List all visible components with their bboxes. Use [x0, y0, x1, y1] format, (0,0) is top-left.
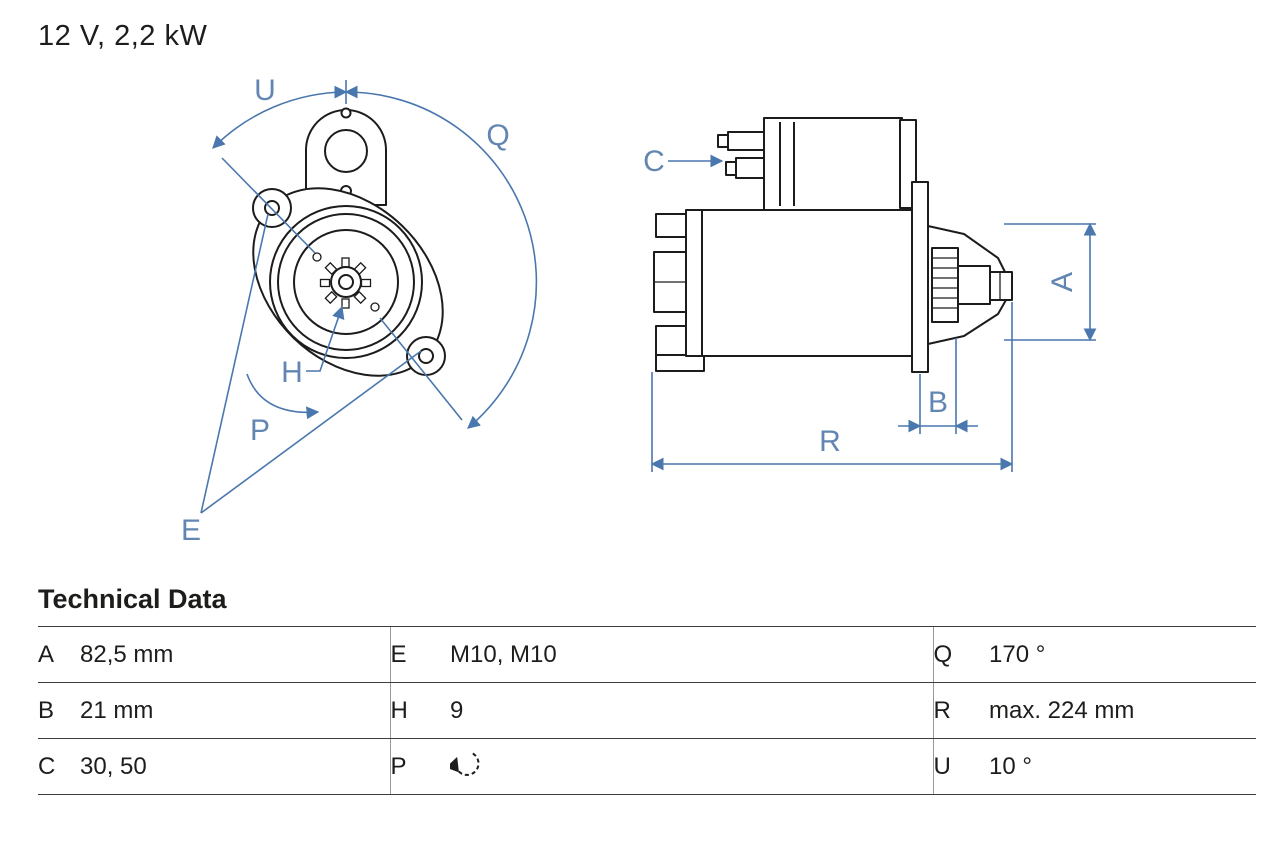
leader-E-lower: [200, 350, 422, 514]
param-key-C: C: [38, 738, 80, 795]
front-view: U Q H P E: [181, 74, 538, 547]
angle-leg-left: [221, 157, 316, 254]
technical-data-heading: Technical Data: [38, 584, 227, 614]
param-key-P: P: [389, 738, 450, 795]
param-value-B: 21 mm: [80, 682, 390, 739]
label-H: H: [281, 356, 303, 389]
param-value-A: 82,5 mm: [80, 626, 390, 683]
param-key-Q: Q: [932, 626, 989, 683]
param-key-B: B: [38, 682, 80, 739]
rotation-arc-P: [246, 373, 320, 420]
table-row: C 30, 50 P: [38, 738, 1256, 795]
param-value-Q: 170 °: [989, 626, 1256, 683]
terminal-50: [735, 157, 765, 179]
param-key-H: H: [389, 682, 450, 739]
param-value-H: 9: [450, 682, 933, 739]
angle-arc-Q: [344, 85, 538, 429]
leader-E-upper: [200, 213, 269, 514]
param-key-E: E: [389, 626, 450, 683]
starter-motor-drawing: U Q H P E: [181, 74, 1097, 547]
pinion-side: [931, 247, 959, 323]
param-value-E: M10, M10: [450, 626, 933, 683]
param-key-A: A: [38, 626, 80, 683]
label-Q: Q: [486, 119, 509, 152]
page-title: 12 V, 2,2 kW: [38, 20, 208, 52]
param-value-R: max. 224 mm: [989, 682, 1256, 739]
counterclockwise-rotation-icon: [445, 747, 484, 786]
label-C: C: [643, 145, 665, 178]
param-value-C: 30, 50: [80, 738, 390, 795]
angle-leg-right: [379, 317, 463, 421]
table-row: A 82,5 mm E M10, M10 Q 170 °: [38, 626, 1256, 683]
param-key-U: U: [932, 738, 989, 795]
terminal-30: [727, 131, 765, 151]
table-row: B 21 mm H 9 R max. 224 mm: [38, 682, 1256, 739]
angle-arc-U: [212, 85, 348, 149]
leader-H: [306, 305, 345, 372]
label-R: R: [819, 425, 841, 458]
param-key-R: R: [932, 682, 989, 739]
technical-data-table: A 82,5 mm E M10, M10 Q 170 ° B 21 mm H 9…: [38, 626, 1256, 795]
label-B: B: [928, 386, 948, 419]
label-P: P: [250, 414, 270, 447]
label-A: A: [1046, 272, 1079, 292]
technical-data-section: Technical Data A 82,5 mm E M10, M10 Q 17…: [38, 584, 1256, 795]
technical-drawing: U Q H P E: [181, 74, 1097, 547]
side-view: C A B R: [643, 117, 1097, 472]
param-value-P: [445, 738, 933, 795]
label-E: E: [181, 514, 201, 547]
param-value-U: 10 °: [989, 738, 1256, 795]
label-U: U: [254, 74, 276, 107]
